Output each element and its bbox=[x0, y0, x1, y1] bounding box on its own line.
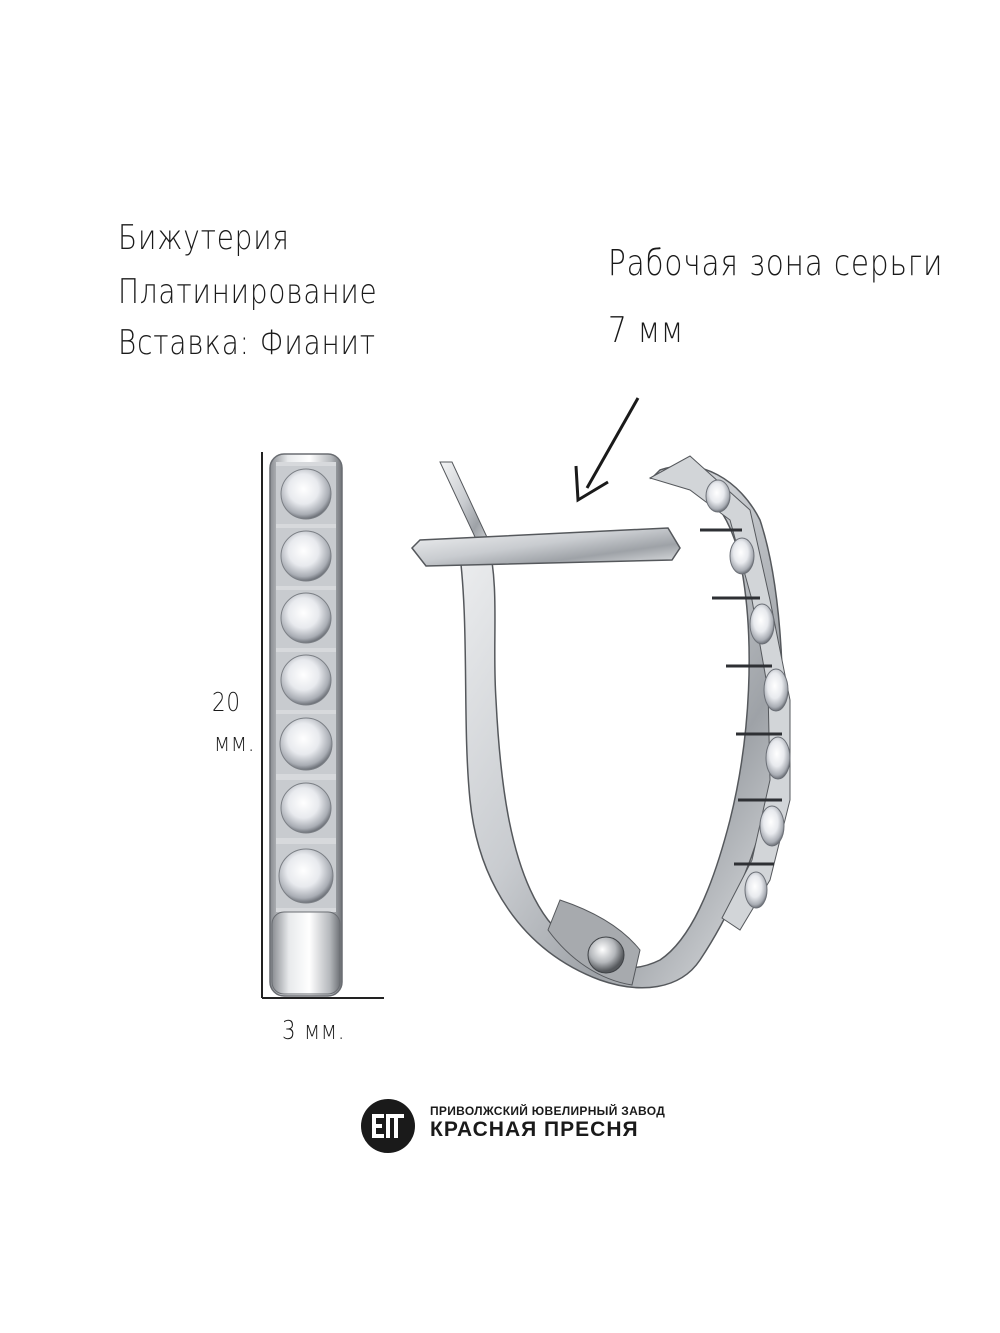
working-zone-label: Рабочая зона серьги bbox=[608, 243, 944, 284]
working-zone-value: 7 мм bbox=[608, 310, 684, 351]
width-label: 3 мм. bbox=[282, 1016, 346, 1046]
spec-insert: Вставка: Фианит bbox=[118, 323, 376, 363]
brand-logo: ПРИВОЛЖСКИЙ ЮВЕЛИРНЫЙ ЗАВОД КРАСНАЯ ПРЕС… bbox=[358, 1098, 678, 1154]
earring-front-view bbox=[269, 453, 343, 997]
side-gems bbox=[705, 479, 791, 909]
earring-side-view bbox=[411, 455, 791, 989]
brand-line1: ПРИВОЛЖСКИЙ ЮВЕЛИРНЫЙ ЗАВОД bbox=[430, 1104, 666, 1118]
height-value: 20 bbox=[212, 688, 241, 718]
brand-emblem-icon bbox=[361, 1099, 415, 1153]
arrow-icon bbox=[574, 397, 640, 503]
spec-category: Бижутерия bbox=[118, 218, 290, 258]
brand-line2: КРАСНАЯ ПРЕСНЯ bbox=[430, 1118, 639, 1141]
height-unit: мм. bbox=[214, 728, 256, 758]
spec-coating: Платинирование bbox=[118, 272, 378, 312]
